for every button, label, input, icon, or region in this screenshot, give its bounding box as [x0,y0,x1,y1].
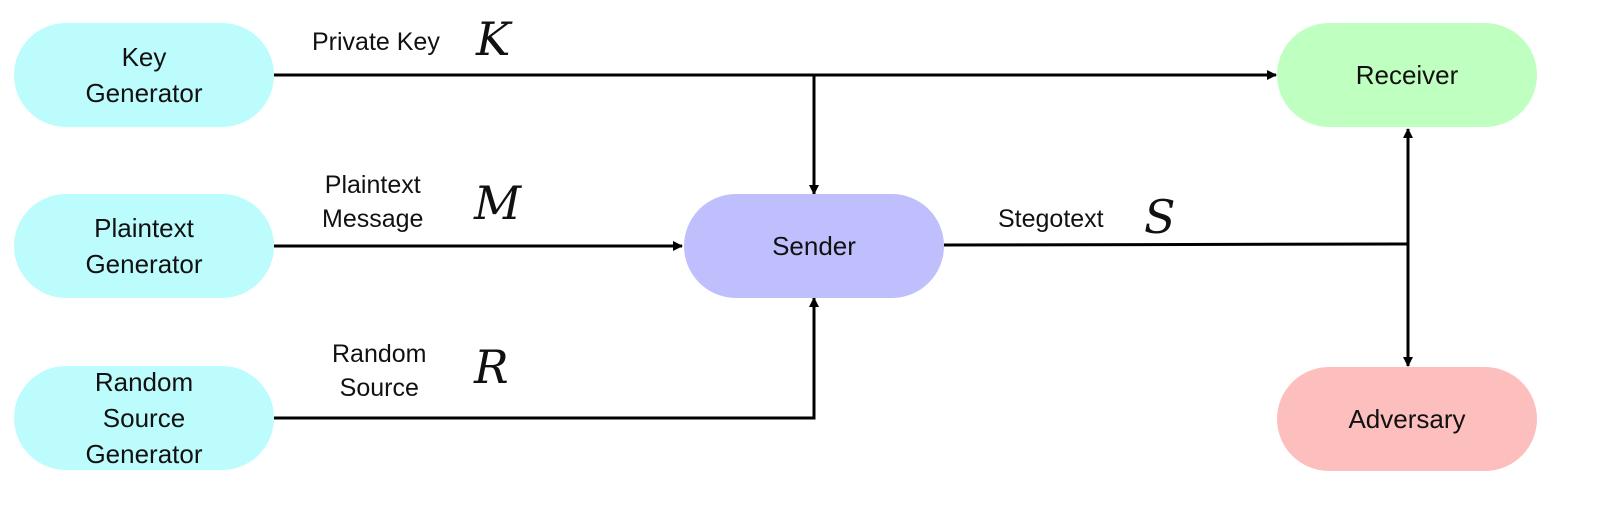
plaintext-message-symbol: M [474,176,522,230]
receiver-node: Receiver [1277,23,1537,127]
plaintext-message-label: Plaintext Message [322,171,424,233]
stegotext-symbol: S [1144,190,1176,244]
plaintext-generator-node: Plaintext Generator [14,194,274,298]
edge-stegotext [943,242,1409,247]
private-key-label: Private Key [312,28,440,56]
random-source-symbol: R [474,340,509,394]
key-generator-node: Key Generator [14,23,274,127]
private-key-symbol: K [476,12,511,66]
sender-node: Sender [684,194,944,298]
edge-random-to-sender [274,297,819,420]
stegotext-label: Stegotext [998,205,1104,233]
random-source-generator-node: Random Source Generator [14,366,274,470]
adversary-node: Adversary [1277,367,1537,471]
random-source-label: Random Source [332,340,427,402]
